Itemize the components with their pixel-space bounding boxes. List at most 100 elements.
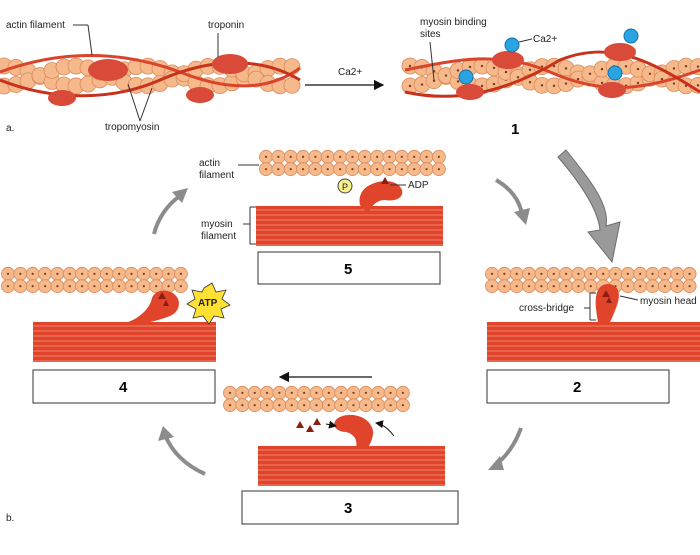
- myosin-thick-filament: [258, 446, 445, 486]
- actin-bead-center: [527, 272, 531, 275]
- actin-bead-center: [290, 404, 293, 407]
- actin-bead-center: [264, 155, 268, 158]
- actin-bead-center: [480, 84, 484, 88]
- thick-filament-step2: [487, 322, 700, 362]
- actin-bead-center: [81, 272, 84, 275]
- actin-bead-center: [142, 272, 145, 275]
- actin-bead-center: [43, 272, 47, 275]
- actin-bead-center: [400, 155, 403, 158]
- tropomyosin-strand-shifted: [404, 50, 700, 98]
- actin-bead-center: [389, 404, 392, 407]
- actin-bead-center: [696, 65, 700, 68]
- actin-bead-center: [636, 81, 640, 85]
- actin-bead-center: [228, 391, 232, 394]
- actin-bead-center: [672, 67, 676, 70]
- actin-bead-center: [167, 285, 170, 288]
- panel-label-b: b.: [6, 513, 14, 524]
- actin-bead-center: [56, 285, 59, 288]
- calcium-ion: [504, 37, 520, 53]
- step-box-5: [257, 251, 441, 285]
- actin-bead-center: [68, 272, 71, 275]
- actin-bead-center: [425, 168, 428, 171]
- actin-bead-center: [552, 272, 555, 275]
- thick-filament-step4: [33, 322, 216, 362]
- actin-bead-center: [672, 82, 676, 85]
- actin-bead-center: [552, 84, 556, 88]
- actin-bead-center: [492, 82, 496, 86]
- thick-filament-step5: [256, 206, 443, 246]
- actin-bead-center: [364, 404, 367, 407]
- actin-bead-center: [614, 272, 617, 275]
- actin-bead-center: [301, 155, 305, 158]
- cycle-arrow-3-to-4: [163, 434, 206, 476]
- actin-bead-center: [456, 80, 460, 83]
- actin-bead-center: [564, 82, 568, 85]
- actin-bead-center: [540, 84, 544, 87]
- step-number-2: 2: [573, 379, 581, 396]
- actin-bead-center: [6, 272, 10, 275]
- actin-bead-center: [315, 391, 318, 394]
- actin-bead-center: [527, 285, 531, 288]
- actin-bead-center: [515, 272, 518, 275]
- arrowhead: [514, 208, 530, 225]
- actin-bead-center: [253, 391, 256, 394]
- actin-bead-center: [600, 67, 604, 71]
- actin-bead-center: [688, 285, 691, 288]
- actin-bead-center: [377, 404, 380, 407]
- arrowhead: [172, 188, 188, 203]
- actin-bead-center: [326, 168, 329, 171]
- leader-line: [139, 87, 153, 122]
- actin-bead-center: [278, 404, 281, 407]
- actin-bead-center: [6, 285, 10, 288]
- actin-bead-center: [118, 272, 121, 275]
- actin-bead-center: [626, 272, 629, 275]
- actin-bead-center: [352, 404, 355, 407]
- actin-bead-center: [626, 285, 629, 288]
- actin-bead-center: [444, 74, 448, 77]
- actin-bead-center: [352, 391, 355, 394]
- step-number-1: 1: [511, 121, 519, 138]
- arrowhead: [158, 426, 174, 441]
- label-cross-bridge: cross-bridge: [519, 303, 574, 314]
- actin-bead-center: [278, 391, 281, 394]
- tropomyosin-strand-shifted: [404, 57, 700, 90]
- adp-triangle: [602, 290, 612, 303]
- label-calcium-arrow: Ca2+: [338, 67, 362, 78]
- actin-bead-center: [179, 272, 182, 275]
- troponin-complex: [212, 54, 248, 74]
- actin-bead-center: [504, 70, 508, 74]
- thick-filament-step3: [258, 446, 445, 486]
- bracket: [243, 206, 256, 245]
- atp-burst: [186, 282, 231, 325]
- actin-bead-center: [253, 404, 256, 407]
- actin-bead-center: [340, 404, 343, 407]
- bracket: [584, 292, 596, 321]
- leader-line: [518, 38, 533, 43]
- actin-bead-center: [503, 285, 506, 288]
- actin-bead-center: [303, 404, 306, 407]
- actin-bead-center: [31, 272, 34, 275]
- actin-bead-center: [639, 272, 642, 275]
- actin-bead-center: [363, 155, 366, 158]
- myosin-head-step4: [128, 290, 179, 324]
- actin-bead-center: [588, 72, 592, 75]
- step-number-4: 4: [119, 379, 128, 396]
- actin-bead-center: [376, 168, 379, 171]
- thin-filament-step3: [223, 385, 410, 413]
- actin-bead-center: [420, 83, 424, 86]
- actin-bead-center: [456, 69, 460, 72]
- actin-bead-center: [228, 404, 232, 407]
- actin-bead-center: [413, 168, 416, 171]
- actin-bead-center: [301, 168, 305, 171]
- myosin-head-step3: [334, 414, 374, 448]
- actin-bead-center: [624, 65, 628, 68]
- actin-bead-center: [577, 272, 580, 275]
- actin-bead-center: [155, 285, 158, 288]
- actin-bead-center: [277, 155, 280, 158]
- troponin-complex: [456, 84, 484, 100]
- myosin-thick-filament: [256, 206, 443, 246]
- troponin-complex: [186, 87, 214, 103]
- step-box-2: [486, 369, 670, 404]
